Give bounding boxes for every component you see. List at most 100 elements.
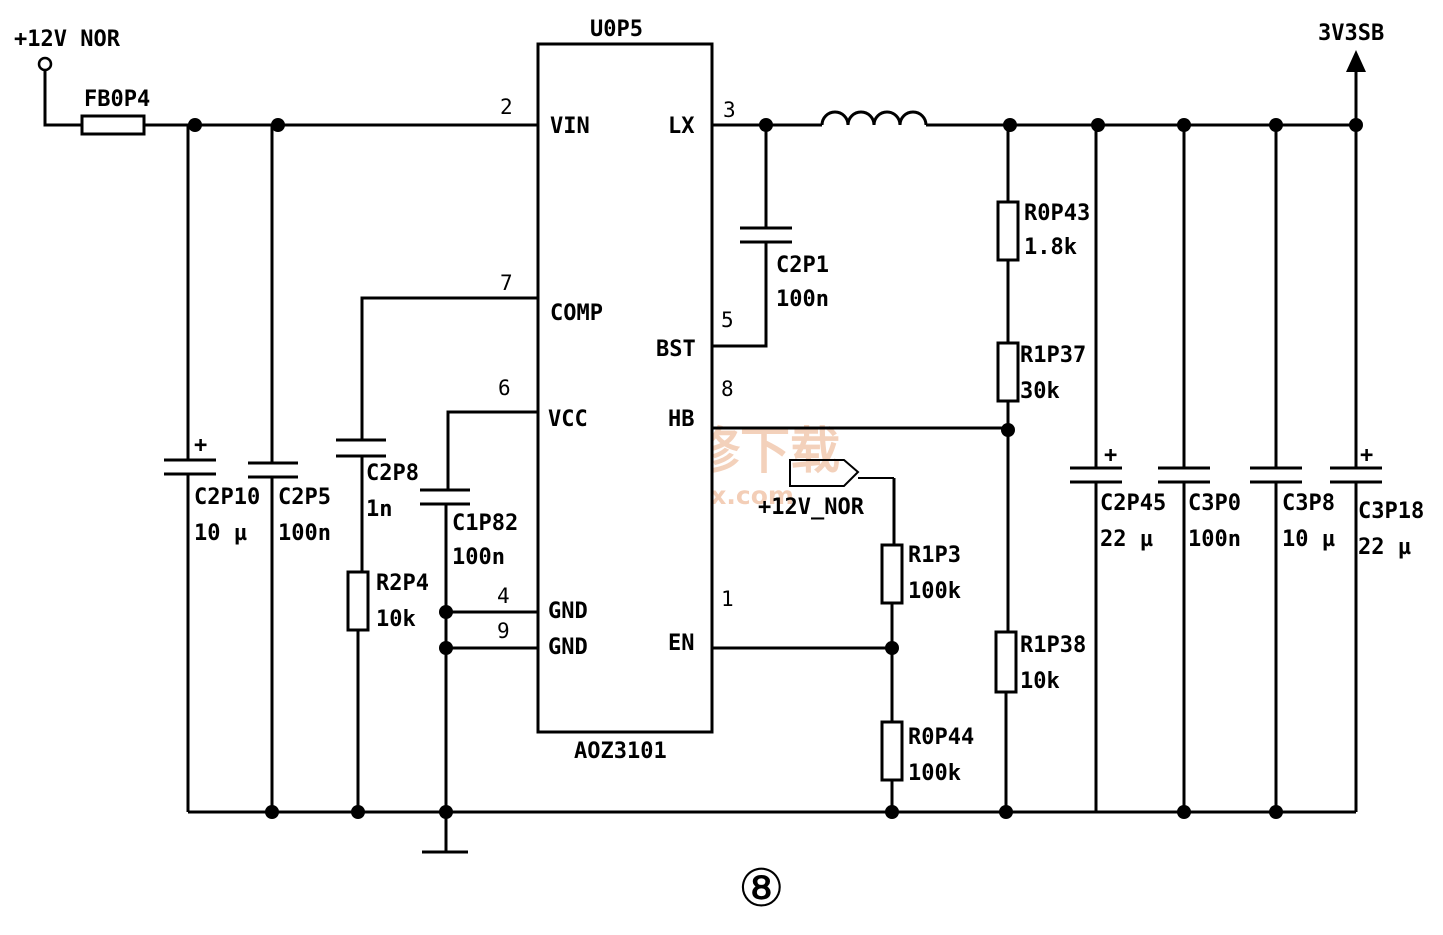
capacitor-icon — [164, 458, 216, 476]
junction-dot — [439, 641, 453, 655]
comp-wire — [360, 296, 538, 440]
cap-c2p1-value: 100n — [776, 287, 829, 312]
cap-c2p10-value: 10 µ — [194, 521, 247, 546]
cap-c3p8: C3P8 10 µ — [1250, 125, 1335, 812]
cap-c1p82-value: 100n — [452, 545, 505, 570]
capacitor-icon — [1158, 466, 1210, 484]
junction-dot — [1269, 805, 1283, 819]
resistor-icon — [996, 200, 1020, 262]
pin-hb-name: HB — [668, 407, 695, 432]
ic-u0p5: U0P5 AOZ3101 VIN 2 COMP 7 VCC 6 GND 4 GN… — [497, 17, 736, 764]
cap-c3p18: + C3P18 22 µ — [1330, 125, 1424, 812]
res-r0p44-value: 100k — [908, 761, 961, 786]
cap-c2p8-ref: C2P8 — [366, 461, 419, 486]
res-r0p43: R0P43 1.8k — [996, 200, 1090, 262]
res-r2p4-value: 10k — [376, 607, 416, 632]
arrow-up-icon — [1346, 50, 1366, 72]
fuse-ref: FB0P4 — [84, 87, 150, 112]
polarity-plus: + — [1104, 443, 1117, 468]
figure-number: ⑧ — [738, 859, 785, 919]
res-r1p37-ref: R1P37 — [1020, 343, 1086, 368]
pin-vcc-name: VCC — [548, 407, 588, 432]
resistor-icon — [346, 570, 370, 632]
capacitor-icon — [336, 438, 386, 458]
res-r1p3-ref: R1P3 — [908, 543, 961, 568]
pin-gnd9-name: GND — [548, 635, 588, 660]
cap-c2p8-value: 1n — [366, 497, 393, 522]
res-r0p43-ref: R0P43 — [1024, 201, 1090, 226]
cap-c2p45-ref: C2P45 — [1100, 491, 1166, 516]
junction-dot — [1091, 118, 1105, 132]
cap-c3p0: C3P0 100n — [1158, 125, 1241, 812]
res-r1p37: R1P37 30k — [996, 341, 1086, 404]
inductor-icon — [820, 110, 928, 126]
junction-dot — [351, 805, 365, 819]
pin-lx-name: LX — [668, 114, 695, 139]
pin-vin-name: VIN — [550, 114, 590, 139]
cap-c2p1: C2P1 100n — [712, 125, 829, 348]
en-pullup-net: +12V_NOR — [758, 459, 894, 520]
junction-dot — [439, 605, 453, 619]
junction-dot — [1177, 805, 1191, 819]
res-r1p3: R1P3 100k — [880, 543, 961, 605]
res-r0p43-value: 1.8k — [1024, 235, 1077, 260]
pin-en-name: EN — [668, 631, 695, 656]
polarity-plus: + — [194, 433, 207, 458]
capacitor-icon — [420, 488, 470, 506]
fuse-fb0p4: FB0P4 — [80, 87, 150, 136]
input-wire — [43, 70, 82, 127]
pin-lx-num: 3 — [723, 98, 736, 122]
junction-dot — [188, 118, 202, 132]
cap-c2p45-value: 22 µ — [1100, 527, 1153, 552]
ic-ref: U0P5 — [590, 17, 643, 42]
cap-c2p10-ref: C2P10 — [194, 485, 260, 510]
cap-c3p8-value: 10 µ — [1282, 527, 1335, 552]
junction-dot — [1003, 118, 1017, 132]
junction-dot — [271, 118, 285, 132]
pin-hb-num: 8 — [721, 377, 734, 401]
capacitor-icon — [1330, 466, 1382, 484]
pin-bst-num: 5 — [721, 308, 734, 332]
junction-dot — [999, 805, 1013, 819]
cap-c3p0-value: 100n — [1188, 527, 1241, 552]
pin-vin-num: 2 — [500, 95, 513, 119]
bst-wire — [712, 242, 768, 348]
capacitor-icon — [1070, 466, 1122, 484]
cap-c1p82: C1P82 100n — [420, 488, 518, 852]
res-r1p3-value: 100k — [908, 579, 961, 604]
input-terminal-icon — [37, 56, 53, 72]
cap-c2p1-ref: C2P1 — [776, 253, 829, 278]
pin-gnd9-num: 9 — [497, 619, 510, 643]
junction-dot — [885, 805, 899, 819]
input-net-label: +12V NOR — [14, 27, 121, 52]
cap-c3p8-ref: C3P8 — [1282, 491, 1335, 516]
input-terminal: +12V NOR — [14, 27, 121, 72]
junction-dot — [885, 641, 899, 655]
pin-vcc-num: 6 — [498, 376, 511, 400]
cap-c2p45: + C2P45 22 µ — [1070, 125, 1166, 812]
capacitor-icon — [1250, 466, 1302, 484]
res-r1p38: R1P38 10k — [994, 630, 1086, 694]
polarity-plus: + — [1360, 443, 1373, 468]
cap-c2p10: + C2P10 10 µ — [164, 125, 260, 812]
cap-c1p82-ref: C1P82 — [452, 511, 518, 536]
ic-body — [536, 42, 714, 734]
res-r1p38-value: 10k — [1020, 669, 1060, 694]
resistor-icon — [880, 720, 904, 782]
junction-dot — [265, 805, 279, 819]
res-r0p44-ref: R0P44 — [908, 725, 974, 750]
capacitor-icon — [740, 226, 792, 244]
pin-en-num: 1 — [721, 587, 734, 611]
res-r0p44: R0P44 100k — [880, 720, 974, 786]
pin-comp-name: COMP — [550, 301, 603, 326]
cap-c2p5: C2P5 100n — [248, 125, 331, 812]
vcc-wire — [446, 410, 538, 490]
en-pullup-net-label: +12V_NOR — [758, 495, 865, 520]
pin-bst-name: BST — [656, 337, 696, 362]
fuse-icon — [80, 114, 146, 136]
pin-gnd4-num: 4 — [497, 584, 510, 608]
gnd-pin-wires — [446, 610, 538, 650]
resistor-icon — [996, 341, 1020, 403]
cap-c2p8: C2P8 1n — [336, 438, 419, 572]
